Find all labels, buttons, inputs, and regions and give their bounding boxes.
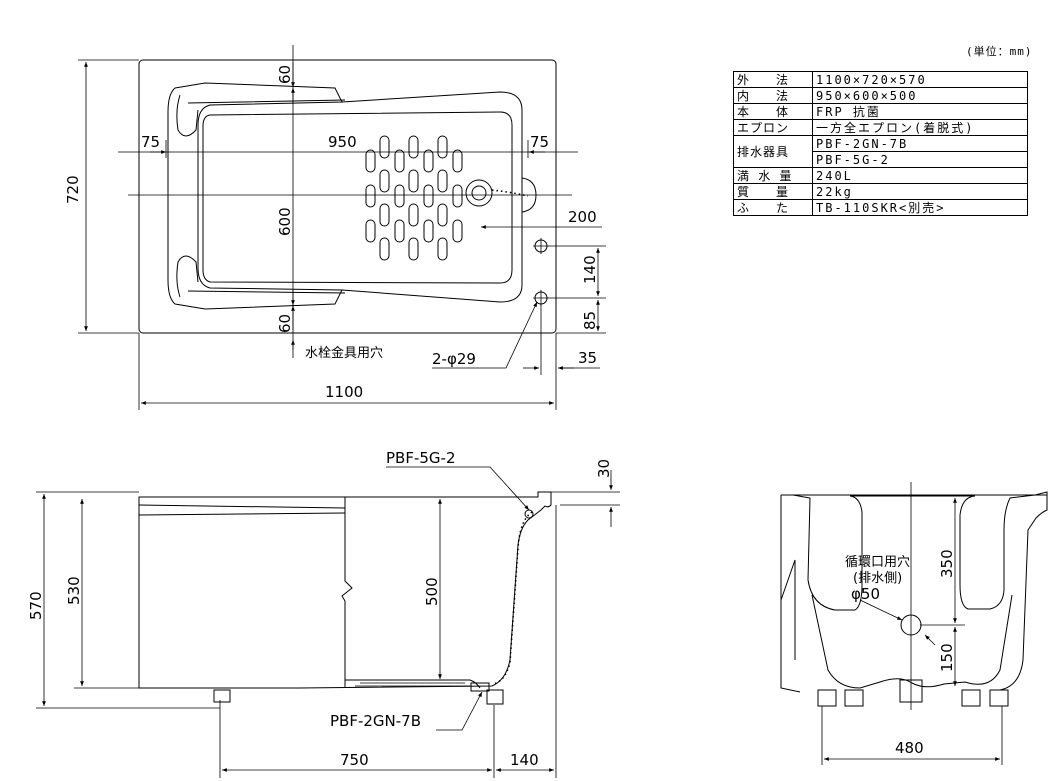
spec-row-outer: 外 法 1100×720×570: [733, 71, 1028, 88]
dim-hole-side: 35: [578, 349, 597, 367]
side-view: 570 530 500 30 750 140 PBF-5G-2 PBF-2GN-…: [27, 449, 620, 778]
apron-top-lines: [138, 504, 346, 516]
spec-value: FRP 抗菌: [812, 103, 1028, 120]
spec-value: TB-110SKR<別売>: [812, 199, 1028, 216]
end-leg-right-1: [961, 689, 981, 707]
anti-slip-pattern: [365, 135, 463, 261]
end-outer-walls: [780, 491, 1048, 693]
dim-total-depth: 720: [64, 175, 82, 204]
circ-hole-label-1: 循環口用穴: [845, 555, 910, 570]
drain-outlet: [465, 179, 493, 207]
dim-drain-pos: 750: [340, 751, 369, 769]
tub-headrest-bottom: [176, 255, 199, 298]
dim-rim-top: 60: [276, 65, 294, 84]
end-leg-left-2: [844, 689, 864, 707]
drain-fitting: [470, 682, 490, 692]
end-basin-bottom: [811, 594, 1013, 689]
spec-label: 内 法: [733, 87, 813, 104]
dim-inner-width: 950: [328, 133, 357, 151]
drain-chain: [491, 189, 529, 197]
spec-label: 排水器具: [733, 135, 813, 168]
drain-outlet-inner: [471, 185, 487, 201]
spec-label: ふ た: [733, 199, 813, 216]
end-inner-right: [900, 494, 1036, 610]
end-leg-left-1: [817, 689, 837, 707]
tub-floor: [202, 111, 513, 284]
dim-drain-edge: 140: [510, 751, 539, 769]
dim-apron-height: 530: [65, 576, 83, 605]
dim-total-height: 570: [27, 591, 45, 620]
end-apron-edge: [780, 559, 796, 660]
dim-drain-offset: 200: [568, 208, 597, 226]
spec-value: 1100×720×570: [812, 71, 1028, 88]
overflow-part-label: PBF-5G-2: [386, 449, 456, 467]
dim-inner-height: 500: [423, 577, 441, 606]
dim-inner-depth: 600: [276, 207, 294, 236]
side-outline: [138, 491, 552, 689]
circ-hole-label-2: (排水側): [853, 571, 902, 586]
floor-hatch: [355, 682, 470, 687]
unit-note: (単位：mm): [966, 45, 1033, 58]
dim-total-width: 1100: [325, 383, 363, 401]
end-view: 循環口用穴 (排水側) φ50 350 150 480: [780, 482, 1048, 765]
dim-hole-edge: 85: [581, 311, 599, 330]
drain-leg: [486, 689, 504, 705]
overflow-fitting: [524, 509, 534, 519]
dim-rim-right: 75: [530, 133, 549, 151]
circ-hole-label-3: φ50: [851, 585, 880, 603]
tub-headrest-top: [176, 94, 199, 137]
support-leg: [213, 689, 231, 703]
spec-row-body: 本 体 FRP 抗菌: [733, 103, 1028, 120]
tub-rim-outline: [138, 59, 557, 334]
hole-note: 2-φ29: [432, 350, 476, 368]
tub-basin-right: [341, 91, 523, 303]
spec-label: 満 水 量: [733, 167, 813, 184]
spec-value: 一方全エプロン(着脱式): [812, 119, 1028, 136]
dim-rim-left: 75: [141, 133, 160, 151]
dim-rim: 30: [595, 459, 613, 478]
break-line: [341, 497, 353, 688]
spec-table: 外 法 1100×720×570 内 法 950×600×500 本 体 FRP…: [733, 71, 1028, 216]
plan-view: 720 1100 75 950 75 60 600 60 200 140 85: [64, 45, 606, 410]
end-inner-left: [792, 494, 900, 611]
overflow-pipe-dotted: [493, 511, 533, 685]
faucet-note: 水栓金具用穴: [305, 345, 383, 361]
dim-hole-bottom: 150: [938, 643, 956, 672]
dim-hole-height: 350: [938, 549, 956, 578]
tub-inner-basin: [167, 82, 343, 310]
spec-row-weight: 質 量 22kg: [733, 183, 1028, 200]
dim-width: 480: [895, 739, 924, 757]
spec-row-lid: ふ た TB-110SKR<別売>: [733, 199, 1028, 216]
drain-part-label: PBF-2GN-7B: [330, 712, 421, 730]
dim-hole-spacing: 140: [581, 255, 599, 284]
end-leg-right-2: [989, 689, 1009, 707]
dim-rim-bottom: 60: [276, 314, 294, 333]
tub-step-lines: [187, 99, 346, 294]
